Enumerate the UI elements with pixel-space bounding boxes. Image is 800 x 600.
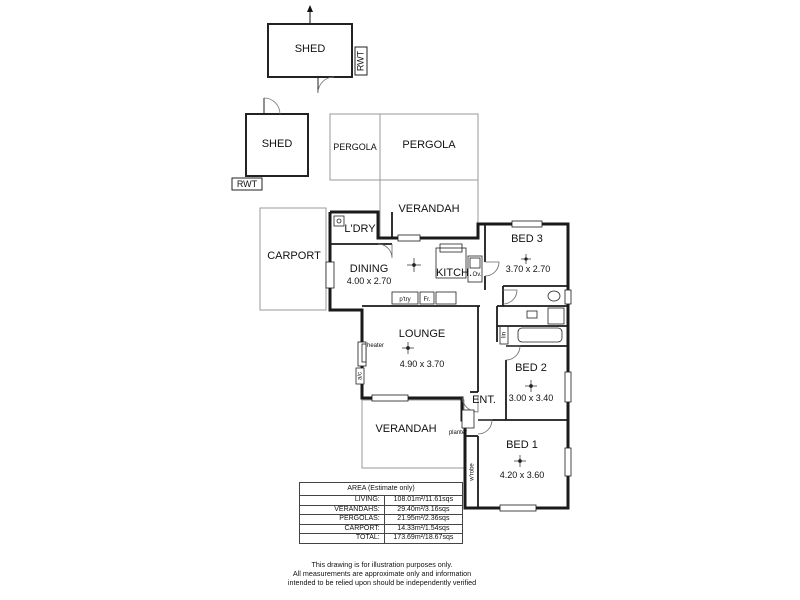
verandah-bottom: VERANDAH (361, 399, 465, 469)
shed-left: SHED (245, 97, 309, 177)
verandah-top: VERANDAH (379, 179, 479, 239)
table-row: TOTAL: 173.69m²/18.67sqs (299, 533, 464, 544)
rwt-top-label: RWT (355, 50, 365, 71)
area-row-value: 21.95m²/2.36sqs (383, 514, 464, 525)
interior-walls (330, 212, 568, 508)
oven-label: Ov. (473, 272, 482, 278)
area-row-value: 108.01m²/11.61sqs (383, 495, 464, 506)
verandah-bottom-label: VERANDAH (375, 423, 436, 435)
area-row-label: CARPORT: (299, 523, 385, 534)
pergola-large-label: PERGOLA (402, 139, 456, 151)
pantry-label: p'try (399, 297, 410, 303)
carport: CARPORT (259, 207, 327, 311)
room-labels: L'DRY DINING 4.00 x 2.70 KITCH. Ov. p'tr… (344, 223, 553, 482)
wardrobe-label: w'robe (470, 463, 476, 482)
dining-label: DINING (350, 263, 389, 275)
area-table-title: AREA (Estimate only) (299, 482, 463, 496)
dining-dimensions: 4.00 x 2.70 (347, 276, 392, 286)
area-row-value: 29.40m²/3.16sqs (383, 504, 464, 515)
verandah-top-label: VERANDAH (398, 203, 459, 215)
bed3-dimensions: 3.70 x 2.70 (506, 264, 551, 274)
bed1-dimensions: 4.20 x 3.60 (500, 470, 545, 480)
rainwater-tank-left: RWT (231, 177, 263, 191)
area-row-value: 14.33m²/1.54sqs (383, 523, 464, 534)
rainwater-tank-top: RWT (354, 46, 368, 76)
area-table-header: AREA (Estimate only) (299, 482, 463, 496)
area-row-label: TOTAL: (299, 533, 385, 544)
ceiling-fan-icon (402, 254, 537, 467)
area-row-label: VERANDAHS: (299, 504, 385, 515)
kitchen-fixtures (391, 243, 483, 305)
lounge-label: LOUNGE (399, 328, 445, 340)
table-row: CARPORT: 14.33m²/1.54sqs (299, 523, 464, 534)
rwt-left-label: RWT (237, 179, 258, 189)
area-row-label: LIVING: (299, 495, 385, 506)
planter-label: planter (449, 430, 467, 436)
bed2-label: BED 2 (515, 362, 547, 374)
pergola-large: PERGOLA (379, 113, 479, 181)
table-row: VERANDAHS: 29.40m²/3.16sqs (299, 504, 464, 515)
lounge-dimensions: 4.90 x 3.70 (400, 359, 445, 369)
bed3-label: BED 3 (511, 233, 543, 245)
ac-label: a/c (358, 372, 364, 380)
heater-label: heater (367, 343, 384, 349)
shed-top-label: SHED (295, 43, 326, 55)
carport-label: CARPORT (267, 250, 321, 262)
table-row: PERGOLAS: 21.95m²/2.36sqs (299, 514, 464, 525)
disclaimer-line: All measurements are approximate only an… (292, 569, 472, 578)
shed-left-label: SHED (262, 138, 293, 150)
pergola-small-label: PERGOLA (333, 142, 377, 152)
north-arrow-icon (307, 5, 313, 24)
fridge-label: Fr. (424, 297, 431, 303)
entry-label: ENT. (472, 394, 496, 406)
shed-top: SHED (267, 23, 353, 94)
disclaimer: This drawing is for illustration purpose… (262, 560, 502, 587)
disclaimer-line: intended to be relied upon should be ind… (287, 578, 477, 587)
bed1-label: BED 1 (506, 439, 538, 451)
area-table: AREA (Estimate only) LIVING: 108.01m²/11… (299, 482, 464, 544)
laundry-fixtures (333, 215, 345, 227)
bed2-dimensions: 3.00 x 3.40 (509, 393, 554, 403)
disclaimer-line: This drawing is for illustration purpose… (311, 560, 453, 569)
kitchen-label: KITCH. (436, 267, 472, 279)
bathroom-fixtures (499, 290, 565, 345)
laundry-label: L'DRY (344, 223, 376, 235)
pergola-small: PERGOLA (329, 113, 381, 181)
area-row-value: 173.69m²/18.67sqs (383, 533, 464, 544)
heater-and-ac-units (355, 343, 475, 429)
table-row: LIVING: 108.01m²/11.61sqs (299, 495, 464, 506)
linen-label: lin (502, 332, 508, 338)
area-row-label: PERGOLAS: (299, 514, 385, 525)
doors (377, 243, 521, 435)
